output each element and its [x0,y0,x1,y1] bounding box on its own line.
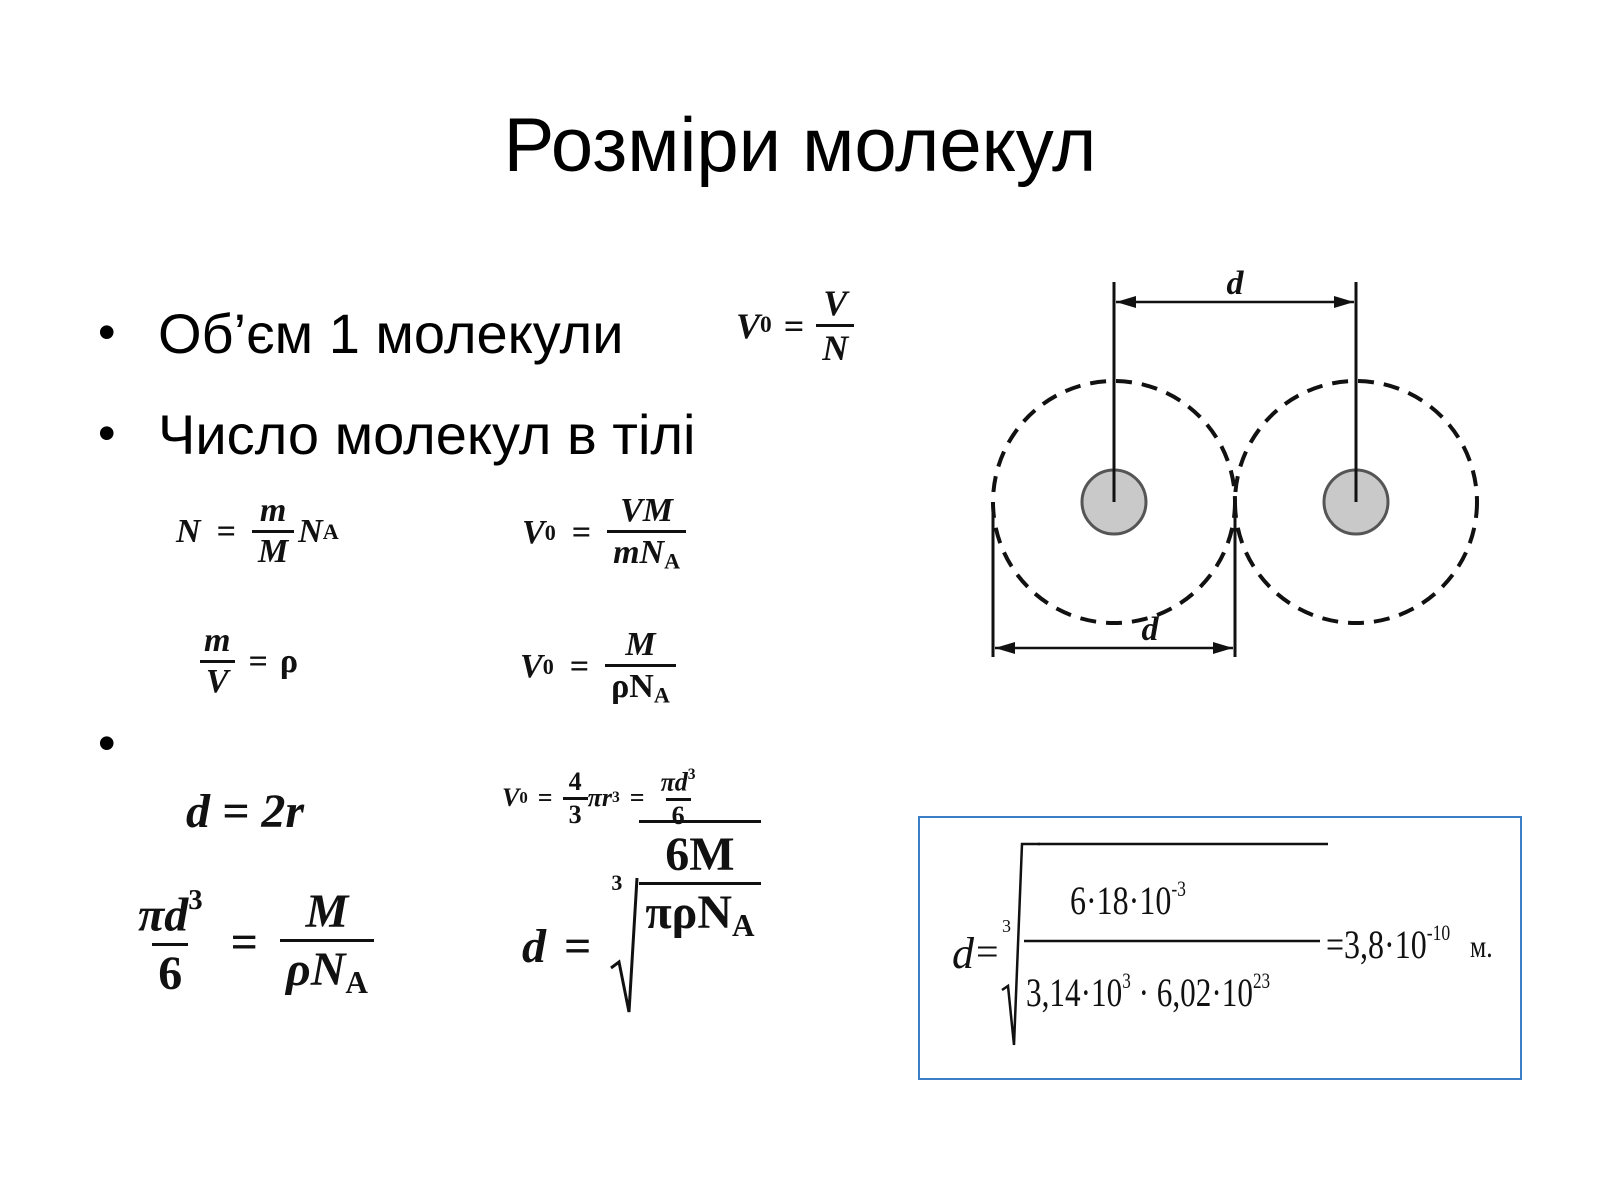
bullet-marker: • [98,304,116,360]
bullet-marker: • [98,405,116,461]
calc-denominator: 3,14·103 · 6,02·1023 [1026,968,1271,1015]
formula-d-2r: d = 2r [186,785,305,838]
calculation-box [918,816,1522,1080]
molecules-diagram: d d [991,265,1479,657]
bottom-dimension-label: d [1142,611,1160,648]
calculation-formula: d = 3 6·18·10-3 3,14·103 · 6,02·1023 =3,… [950,840,1510,1060]
bullet-marker: • [98,715,116,771]
top-dimension-label: d [1227,265,1245,302]
bullet-volume-text: Об’єм 1 молекули [158,302,624,365]
radical-sign-icon [1001,842,1040,1046]
fraction-bar [1024,939,1320,943]
calc-result: =3,8·10-10 [1326,920,1451,967]
calc-numerator: 6·18·10-3 [1070,876,1186,923]
slide-title: Розміри молекул [503,103,1097,188]
radical-sign-icon [610,877,639,1013]
calc-unit: м. [1470,928,1493,964]
cube-root: 3 6M πρNA [609,820,761,1016]
bullet-count-text: Число молекул в тілі [158,403,696,466]
radical-overbar [1038,842,1328,846]
formula-d-root: d = 3 6M πρNA [522,820,761,1016]
